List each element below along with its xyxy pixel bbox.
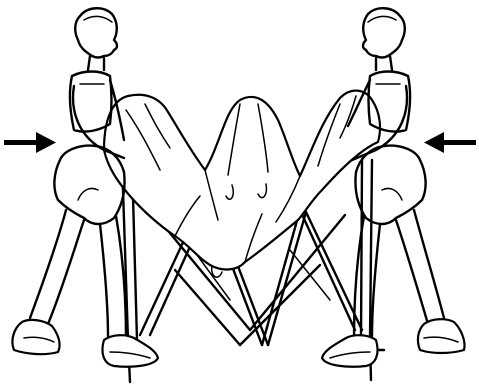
arrow-left-icon xyxy=(424,132,476,153)
arrow-right-icon xyxy=(4,132,56,153)
canopy-cover xyxy=(104,91,380,278)
person-right xyxy=(322,8,465,366)
